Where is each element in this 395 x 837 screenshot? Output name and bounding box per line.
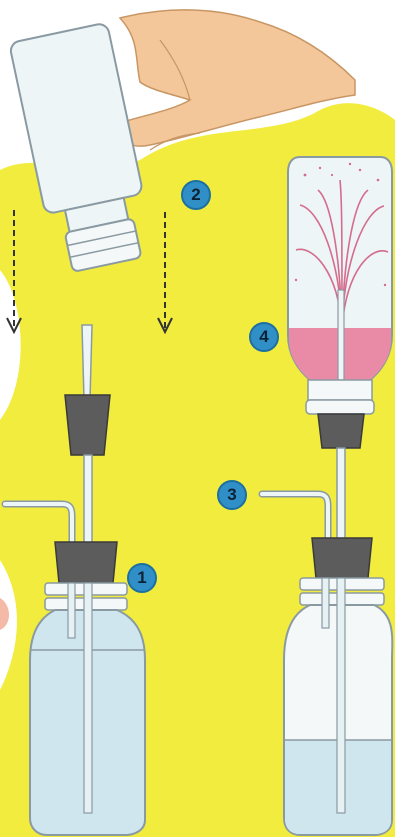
step-4-badge: 4 [249, 322, 279, 352]
step-3-badge: 3 [217, 480, 247, 510]
stopper-icon-upper [65, 395, 110, 455]
stopper-icon-lower [55, 542, 117, 583]
stopper-icon-right-lower [312, 538, 372, 578]
nozzle-tip [82, 325, 92, 400]
stopper-icon-right-upper [318, 414, 364, 448]
step-1-badge: 1 [127, 563, 157, 593]
step-2-badge: 2 [181, 180, 211, 210]
